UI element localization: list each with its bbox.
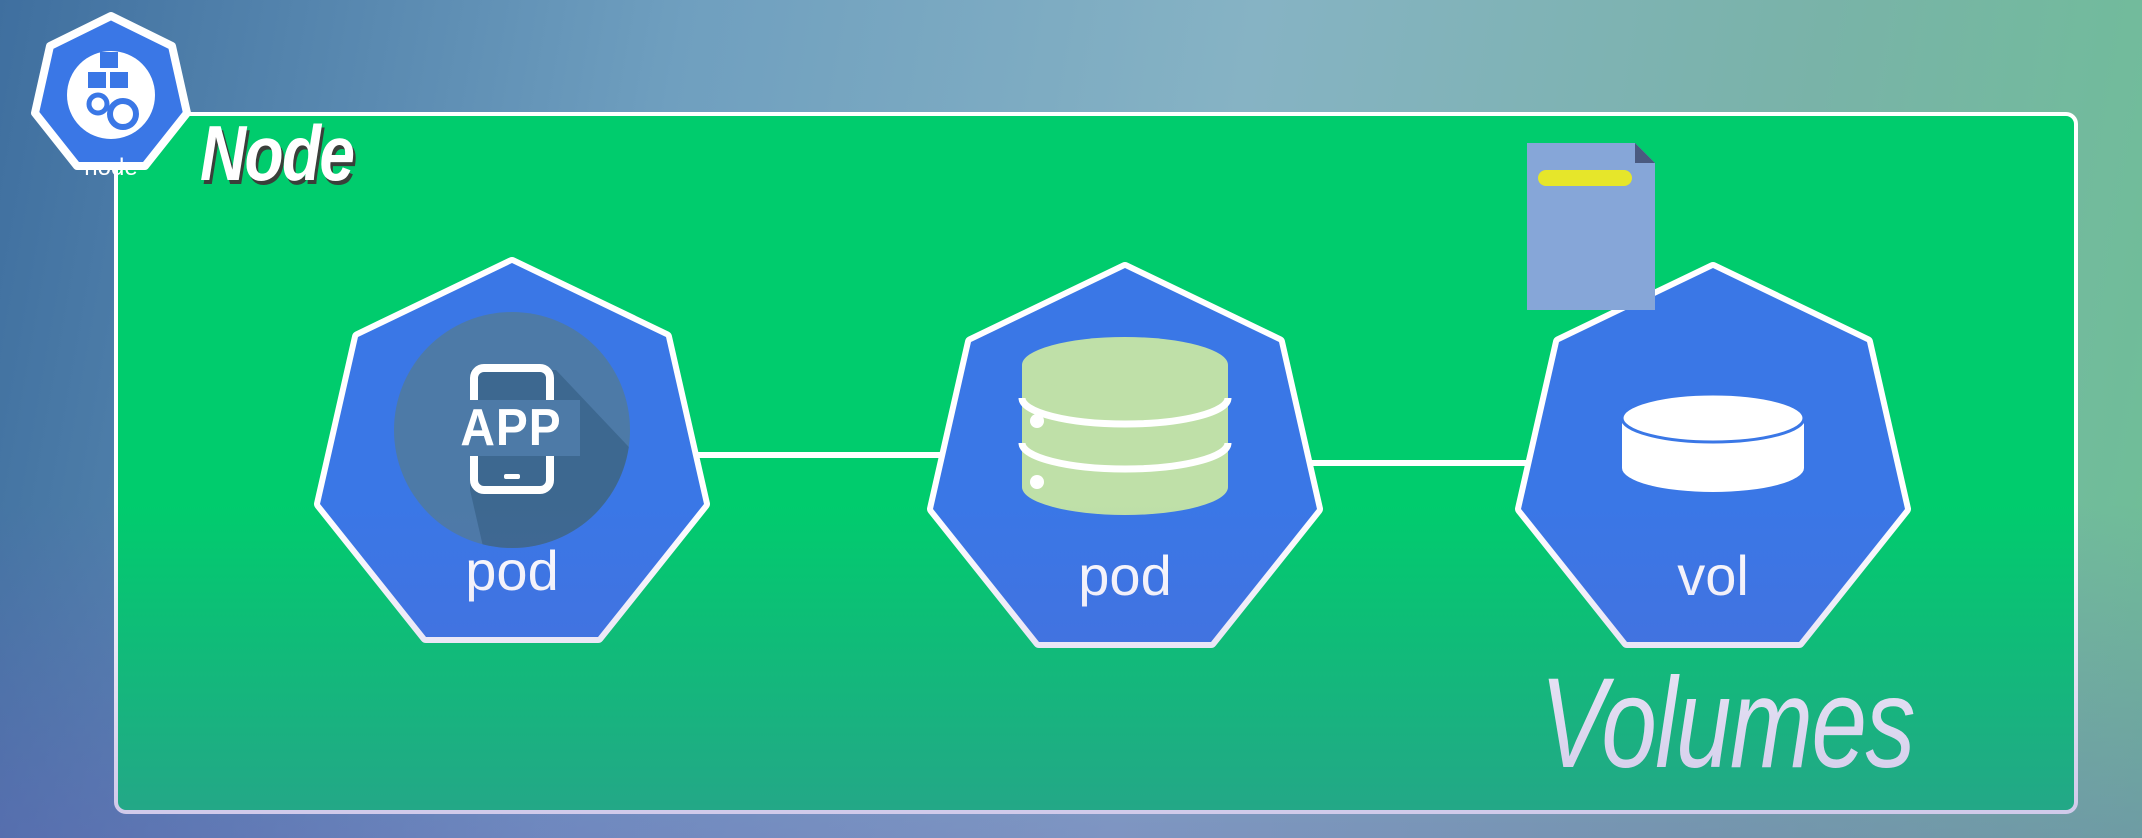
disk-icon bbox=[1620, 392, 1806, 492]
node-badge-label: node bbox=[84, 154, 138, 181]
pod-label-app: pod bbox=[465, 539, 559, 602]
volumes-caption: Volumes bbox=[1540, 652, 1915, 795]
pod-label-database: pod bbox=[1078, 544, 1172, 607]
database-icon bbox=[1018, 337, 1232, 515]
app-phone-icon bbox=[394, 312, 630, 548]
document-icon bbox=[1527, 143, 1655, 310]
app-icon-text: APP bbox=[460, 399, 562, 457]
node-badge-icon bbox=[31, 12, 191, 170]
node-title: Node bbox=[200, 109, 355, 197]
vol-label: vol bbox=[1677, 544, 1749, 607]
